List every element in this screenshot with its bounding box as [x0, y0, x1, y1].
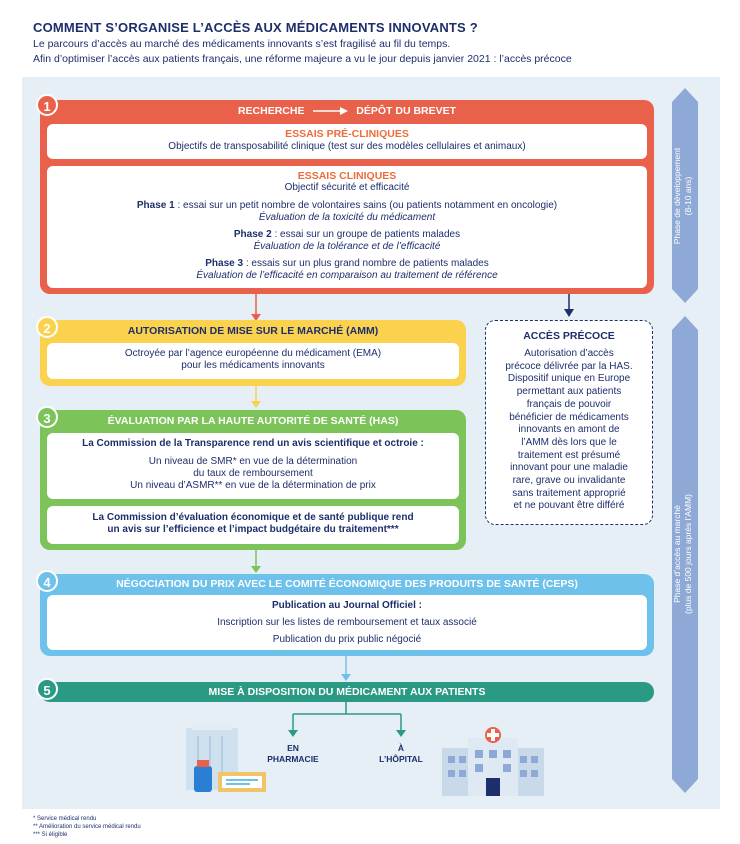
early-access-line: sans traitement approprié [512, 487, 626, 499]
phase-1-label: Phase 1 [136, 200, 175, 211]
early-access-line: et ne pouvant être différé [513, 500, 625, 512]
price-line: Publication du prix public négocié [272, 634, 422, 645]
hospital-label-line-1: À [397, 743, 405, 753]
intro-line-1: Le parcours d’accès au marché des médica… [33, 38, 451, 50]
early-access-line: traitement est présumé [517, 449, 621, 461]
stage-3-number: 3 [36, 406, 58, 428]
smr-line-2: du taux de remboursement [193, 468, 313, 479]
stage-2-block: AUTORISATION DE MISE SUR LE MARCHÉ (AMM)… [40, 320, 466, 386]
stage-5-number: 5 [36, 678, 58, 700]
stage-1-number: 1 [36, 94, 58, 116]
phase-2-label: Phase 2 [233, 229, 272, 240]
clinical-objective: Objectif sécurité et efficacité [284, 182, 410, 193]
asmr-line: Un niveau d’ASMR** en vue de la détermin… [130, 480, 376, 491]
phase-2-line: Phase 2 : essai sur un groupe de patient… [47, 229, 647, 241]
early-access-line: innovant pour une maladie [510, 462, 628, 474]
transparency-commission-title: La Commission de la Transparence rend un… [82, 438, 424, 449]
stage-3-header: ÉVALUATION PAR LA HAUTE AUTORITÉ DE SANT… [107, 415, 399, 427]
hospital-label: À L’HÔPITAL [370, 743, 432, 765]
pharmacy-label-line-1: EN [287, 743, 299, 753]
development-phase-arrow [672, 88, 698, 303]
phase-1-evaluation: Évaluation de la toxicité du médicament [258, 212, 436, 223]
clinical-box: ESSAIS CLINIQUES Objectif sécurité et ef… [47, 166, 647, 288]
stage-5-header: MISE À DISPOSITION DU MÉDICAMENT AUX PAT… [208, 686, 486, 698]
phase-1-text: : essai sur un petit nombre de volontair… [174, 200, 558, 211]
market-access-phase-arrow [672, 316, 698, 793]
journal-officiel-title: Publication au Journal Officiel : [271, 600, 423, 611]
pharmacy-illustration-icon [186, 722, 266, 792]
research-label: RECHERCHE [237, 105, 305, 117]
preclinical-box: ESSAIS PRÉ-CLINIQUES Objectifs de transp… [47, 124, 647, 159]
stage-4-block: NÉGOCIATION DU PRIX AVEC LE COMITÉ ÉCONO… [40, 574, 654, 656]
ceesp-box: La Commission d’évaluation économique et… [47, 506, 459, 544]
early-access-title: ACCÈS PRÉCOCE [523, 330, 615, 342]
stage-2-header: AUTORISATION DE MISE SUR LE MARCHÉ (AMM) [127, 325, 379, 337]
stage-5-block: MISE À DISPOSITION DU MÉDICAMENT AUX PAT… [40, 682, 654, 702]
phase-3-label: Phase 3 [205, 258, 244, 269]
pharmacy-label: EN PHARMACIE [262, 743, 324, 765]
patent-label: DÉPÔT DU BREVET [356, 105, 457, 117]
phase-3-text: : essais sur un plus grand nombre de pat… [243, 258, 489, 269]
amm-line-1: Octroyée par l’agence européenne du médi… [124, 348, 382, 359]
reimbursement-line: Inscription sur les listes de remboursem… [217, 617, 477, 628]
clinical-title: ESSAIS CLINIQUES [297, 170, 397, 182]
right-arrow-icon [313, 107, 349, 116]
phase-2-evaluation: Évaluation de la tolérance et de l’effic… [253, 241, 441, 252]
ceesp-line-2: un avis sur l’efficience et l’impact bud… [107, 524, 399, 535]
preclinical-title: ESSAIS PRÉ-CLINIQUES [285, 128, 409, 140]
intro-line-2: Afin d’optimiser l’accès aux patients fr… [33, 53, 572, 65]
early-access-line: bénéficier de médicaments [509, 411, 629, 423]
early-access-line: rare, grave ou invalidante [512, 475, 626, 487]
ceesp-line-1: La Commission d’évaluation économique et… [92, 512, 414, 523]
hospital-illustration-icon [442, 727, 544, 796]
smr-line-1: Un niveau de SMR* en vue de la détermina… [148, 456, 358, 467]
phase-3-evaluation: Évaluation de l’efficacité en comparaiso… [196, 270, 498, 281]
hospital-label-line-2: L’HÔPITAL [379, 754, 423, 764]
footnote-eligible: *** Si éligible [33, 832, 68, 838]
phase-3-line: Phase 3 : essais sur un plus grand nombr… [47, 258, 647, 270]
early-access-line: l’AMM dès lors que le [521, 436, 617, 448]
transparency-commission-box: La Commission de la Transparence rend un… [47, 433, 459, 499]
early-access-line: précoce délivrée par la HAS. [505, 360, 633, 372]
early-access-line: innovants en amont de [518, 424, 620, 436]
stage-2-number: 2 [36, 316, 58, 338]
preclinical-text: Objectifs de transposabilité clinique (t… [168, 141, 526, 152]
journal-officiel-box: Publication au Journal Officiel : Inscri… [47, 595, 647, 650]
phase-1-line: Phase 1 : essai sur un petit nombre de v… [47, 200, 647, 212]
amm-line-2: pour les médicaments innovants [181, 360, 325, 371]
pharmacy-label-line-2: PHARMACIE [267, 754, 319, 764]
stage-1-header: RECHERCHE DÉPÔT DU BREVET [40, 100, 654, 122]
footnote-smr: * Service médical rendu [33, 816, 97, 822]
early-access-line: permettant aux patients [516, 386, 622, 398]
stage-4-header: NÉGOCIATION DU PRIX AVEC LE COMITÉ ÉCONO… [116, 578, 578, 590]
stage-3-block: ÉVALUATION PAR LA HAUTE AUTORITÉ DE SANT… [40, 410, 466, 550]
stage-4-number: 4 [36, 570, 58, 592]
page-title: COMMENT S’ORGANISE L’ACCÈS AUX MÉDICAMEN… [33, 20, 478, 35]
amm-box: Octroyée par l’agence européenne du médi… [47, 343, 459, 379]
footnote-asmr: ** Amélioration du service médical rendu [33, 824, 141, 830]
early-access-line: français de pouvoir [526, 398, 612, 410]
early-access-line: Dispositif unique en Europe [507, 373, 631, 385]
stage-1-block: RECHERCHE DÉPÔT DU BREVET ESSAIS PRÉ-CLI… [40, 100, 654, 294]
phase-2-text: : essai sur un groupe de patients malade… [271, 229, 461, 240]
early-access-line: Autorisation d’accès [524, 348, 614, 359]
